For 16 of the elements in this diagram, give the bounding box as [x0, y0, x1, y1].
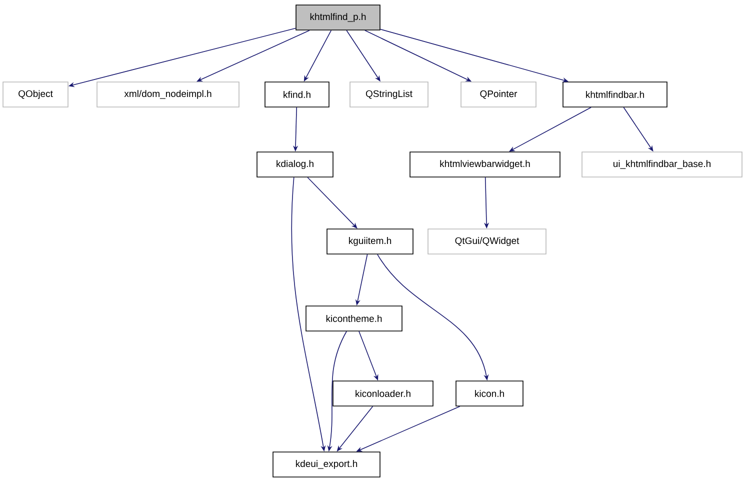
file-box: khtmlfind_p.h: [296, 4, 380, 30]
file-box: kdeui_export.h: [272, 452, 380, 478]
file-box: kguiitem.h: [326, 228, 414, 254]
file-box: kicon.h: [456, 380, 524, 406]
file-box: khtmlfindbar.h: [562, 82, 668, 108]
file-box: kfind.h: [264, 82, 330, 108]
file-box: QStringList: [350, 82, 428, 108]
file-box: QObject: [2, 82, 68, 108]
file-box: xml/dom_nodeimpl.h: [96, 82, 240, 108]
file-box: ui_khtmlfindbar_base.h: [582, 152, 742, 178]
file-box: khtmlviewbarwidget.h: [410, 152, 560, 178]
file-box: QPointer: [460, 82, 536, 108]
file-box: kicontheme.h: [306, 306, 402, 332]
file-box: kdialog.h: [256, 152, 334, 178]
file-box: QtGui/QWidget: [428, 228, 546, 254]
file-box: kiconloader.h: [332, 380, 434, 406]
